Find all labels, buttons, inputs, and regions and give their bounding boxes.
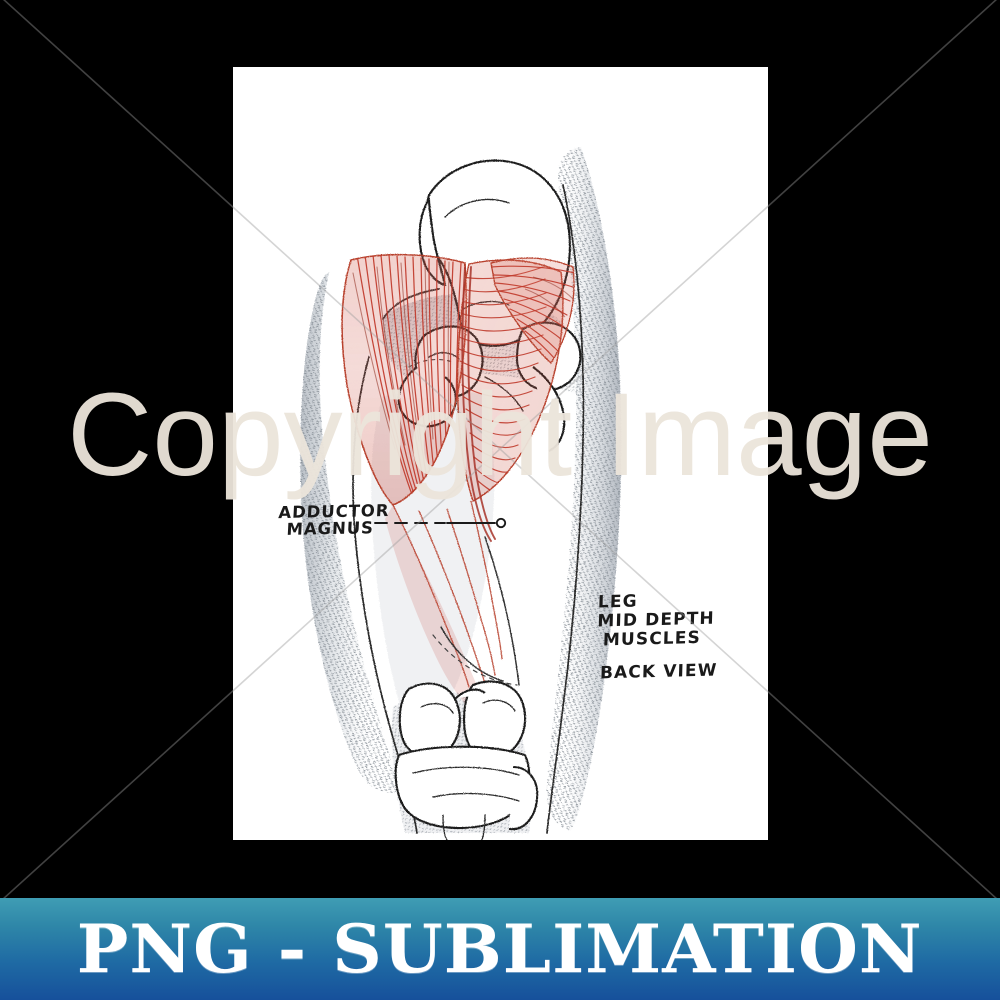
anatomical-sketch: ADDUCTOR MAGNUS LEG MID DEPTH MUSCLES BA… [233, 67, 768, 840]
artwork-paper: ADDUCTOR MAGNUS LEG MID DEPTH MUSCLES BA… [233, 67, 768, 840]
title-block-line3: MUSCLES [602, 628, 702, 651]
banner-label: PNG - SUBLIMATION [77, 910, 923, 988]
label-adductor-magnus-leader [374, 517, 507, 529]
title-block-line4: BACK VIEW [599, 660, 718, 684]
label-adductor-line2: MAGNUS [286, 518, 375, 539]
png-sublimation-banner: PNG - SUBLIMATION [0, 898, 1000, 1000]
